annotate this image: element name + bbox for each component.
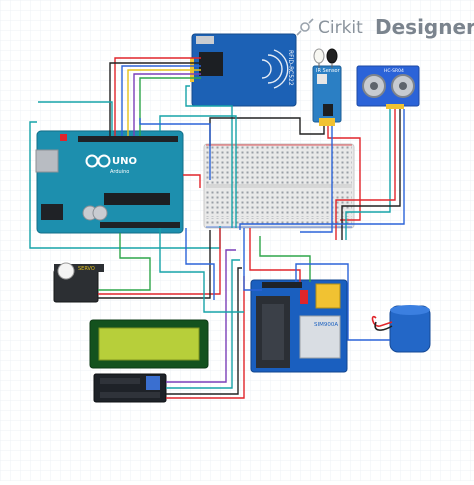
wire [109,62,201,136]
wire [295,263,390,341]
battery-pack [371,305,431,353]
rfid-label: RFID-RC522 [287,50,294,86]
wire [38,101,113,136]
ultrasonic-sensor: HC-SR04 [356,65,420,109]
wire [185,228,215,300]
wire [341,109,401,240]
wire [239,109,405,230]
wire [166,276,245,399]
cirkit-logo-icon [296,18,314,36]
usb-port [35,149,59,173]
wire [166,259,240,389]
wiring [29,57,405,399]
ir-sensor-label: IR Sensor [316,68,341,74]
rfid-chip [199,52,223,76]
ultrasonic-pin-header [386,104,404,109]
rfid-rc522-module: RFID-RC522 [190,33,297,107]
wire [243,228,262,291]
wire [185,85,233,228]
breadboard [203,143,355,229]
ir-sensor-module: IR Sensor [312,48,342,126]
wire [98,228,221,295]
wire [133,73,201,136]
arduino-infinity-icon [85,154,111,168]
wire [259,236,311,282]
rfid-antenna-icon [261,49,289,89]
gsm-label: SIM900A [314,322,338,328]
wire [114,57,201,136]
wire [121,65,201,136]
wire [345,109,391,240]
wire [327,126,361,221]
sim900a-chip [299,315,341,359]
wire [249,228,301,282]
wire [183,174,201,188]
wire [127,69,201,136]
wire [98,230,211,299]
logo-mark: Cirkit [318,18,363,38]
wire [159,228,244,313]
ir-potentiometer [317,74,327,84]
lcd-screen [98,327,200,361]
ir-led-pair [313,48,338,68]
arduino-model-label: UNO [112,156,137,167]
servo-label: SERVO [78,266,95,272]
reset-button [60,134,67,141]
analog-header [100,222,180,228]
servo-horn [57,262,75,280]
microcontroller-chip [104,193,170,205]
wire [335,109,396,240]
wire [139,77,201,136]
cirkit-logo: Cirkit Designer [296,15,474,39]
wire [166,249,236,383]
gsm-antenna-connector [315,283,341,309]
i2c-potentiometer [146,376,160,390]
servo-motor: SERVO [53,262,104,303]
wire [300,126,333,233]
i2c-adapter-board [93,373,167,403]
ultrasonic-label: HC-SR04 [384,68,404,74]
wire [98,233,151,291]
gsm-sim900a-module: SIM900A [250,279,348,373]
wire [209,117,325,146]
arduino-brand-label: Arduino [110,169,129,175]
power-jack [41,204,63,220]
wire [166,267,242,395]
lcd-display [89,319,209,369]
wire [139,118,211,180]
digital-header [78,136,178,142]
logo-word: Designer [375,15,474,39]
ir-pin-header [319,118,335,126]
arduino-uno-board: UNO Arduino [35,130,184,234]
